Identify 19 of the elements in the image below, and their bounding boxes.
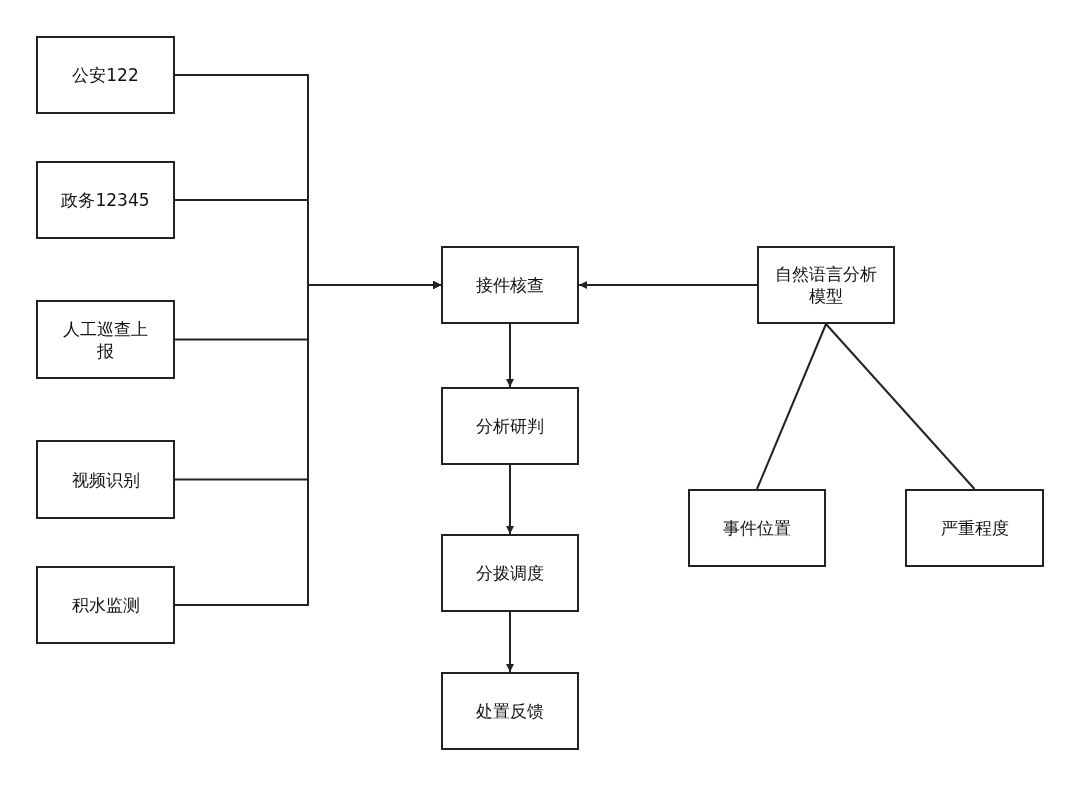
connector-line bbox=[756, 323, 827, 490]
arrow bbox=[506, 323, 514, 388]
arrow bbox=[506, 611, 514, 673]
process-box: 分析研判 bbox=[441, 387, 579, 465]
process-box: 人工巡查上报 bbox=[36, 300, 175, 379]
process-box: 自然语言分析模型 bbox=[757, 246, 895, 324]
arrow bbox=[578, 281, 758, 289]
process-box: 视频识别 bbox=[36, 440, 175, 519]
process-box: 事件位置 bbox=[688, 489, 826, 567]
arrow bbox=[174, 281, 442, 606]
arrow bbox=[506, 464, 514, 535]
process-box: 处置反馈 bbox=[441, 672, 579, 750]
connector-line bbox=[825, 323, 976, 490]
process-box: 接件核查 bbox=[441, 246, 579, 324]
process-box: 政务12345 bbox=[36, 161, 175, 239]
process-box: 分拨调度 bbox=[441, 534, 579, 612]
process-box: 积水监测 bbox=[36, 566, 175, 644]
process-box: 公安122 bbox=[36, 36, 175, 114]
process-box: 严重程度 bbox=[905, 489, 1044, 567]
